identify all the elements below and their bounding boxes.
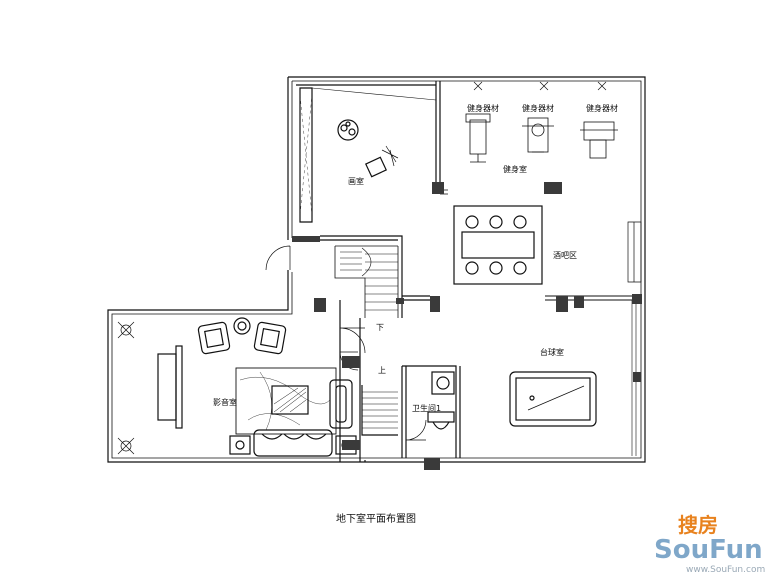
label-billiards: 台球室 [540,347,564,357]
door-mid [339,327,366,354]
watermark-url: www.SouFun.com [686,565,765,575]
theater-carpet [235,367,337,435]
sofa [253,429,333,457]
label-equipment-3: 健身器材 [586,103,618,113]
label-bar: 酒吧区 [553,251,577,260]
studio-partition [435,81,441,190]
soufun-watermark: 搜房 SouFun www.SouFun.com [654,513,765,575]
label-equipment-2: 健身器材 [522,103,554,113]
label-gym: 健身室 [503,164,527,174]
label-studio: 画室 [348,176,364,186]
label-bathroom: 卫生间1 [412,403,441,413]
label-stair-down: 下 [376,323,384,332]
armchair-left [197,321,231,355]
plan-caption: 地下室平面布置图 [336,512,416,525]
door-left [265,245,291,271]
outer-wall [107,76,646,463]
bathroom-walls [401,365,461,458]
stair-enclosure [320,235,403,318]
billiards-table [509,371,597,427]
bar-counter [453,205,543,285]
watermark-en: SouFun [654,535,763,565]
watermark-cn: 搜房 [678,513,718,537]
label-theater: 影音室 [213,397,237,407]
gym-equipment [465,113,618,163]
plant [337,119,359,141]
label-stair-up: 上 [378,366,386,375]
armchair-right [253,321,287,355]
label-equipment-1: 健身器材 [467,103,499,113]
